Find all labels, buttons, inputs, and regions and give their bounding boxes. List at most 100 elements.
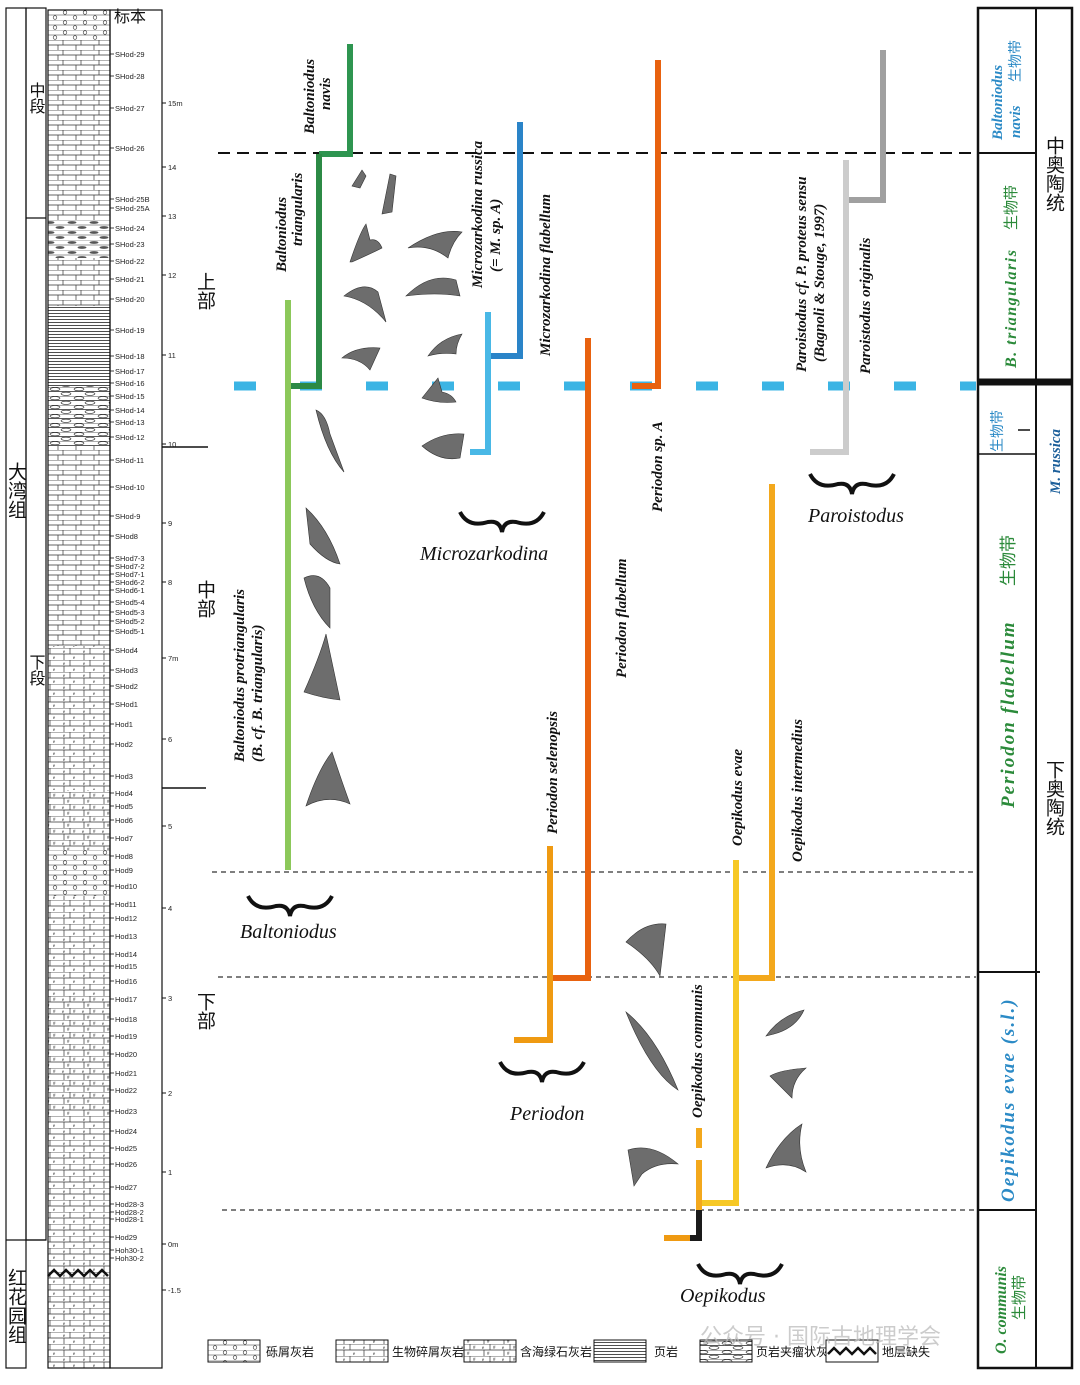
sample-label: SHod7-3 [115,554,145,563]
species-labels: Baltoniodus navis Baltoniodus triangular… [232,59,874,1118]
specimen-sketch [421,377,457,403]
sample-label: Hod19 [115,1032,137,1041]
legend-label-rudstone: 砾屑灰岩 [266,1344,314,1359]
lithology-nodular [48,386,110,446]
sample-label: SHod-19 [115,326,145,335]
sample-label: Hod10 [115,882,137,891]
sample-label: SHod-25B [115,195,150,204]
label-b-navis-2: navis [318,77,334,110]
label-periodon-selenopsis: Periodon selenopsis [545,711,561,834]
fossil-specimens [303,169,807,1187]
zone-communis-1: O. communis [993,1266,1010,1354]
sample-label: Hod28-3 [115,1200,144,1209]
lithology-limestone-lower [48,446,110,646]
zone-communis-2: 生物带 [1010,1275,1028,1320]
sample-label: SHod5-2 [115,617,145,626]
specimen-sketch [765,1123,807,1173]
specimen-sketch [407,231,463,259]
formation-dawan: 大湾组 [5,462,27,519]
sample-label: Hod18 [115,1015,137,1024]
brace-microzarkodina [458,511,546,533]
sample-label: SHod8 [115,532,138,541]
watermark: 公众号 · 国际古地理学会 [700,1325,941,1350]
sample-label: Hod22 [115,1086,137,1095]
genus-braces: Baltoniodus Microzarkodina Paroistodus P… [240,473,904,1307]
sample-label: SHod-10 [115,483,145,492]
genus-microzarkodina: Microzarkodina [419,543,548,565]
label-p-originalis: Paroistodus originalis [858,238,874,374]
part-shang-bu: 上部 [194,272,216,310]
sample-label: Hod23 [115,1107,137,1116]
genus-paroistodus: Paroistodus [807,505,904,527]
specimen-sketch [625,923,667,977]
sample-label: SHod5-3 [115,608,145,617]
sample-label: Hod28-1 [115,1215,144,1224]
lithology-limestone-mid [48,258,110,306]
legend-label-bioclastic: 生物碎屑灰岩 [392,1344,464,1359]
sample-label: SHod-18 [115,352,145,361]
specimen-sketch [351,169,367,189]
specimen-sketch [421,433,465,460]
specimen-sketch [625,1011,679,1091]
brace-paroistodus [808,473,896,495]
scale-label: 12 [168,271,176,280]
sample-label: Hoh30-1 [115,1246,144,1255]
sample-label: SHod7-2 [115,562,145,571]
sample-label: Hod6 [115,816,133,825]
sample-label: SHod-25A [115,204,150,213]
legend-label-hiatus: 地层缺失 [882,1344,930,1359]
range-periodon-flabellum [550,338,591,981]
range-o-evae [700,860,739,1206]
specimen-sketch [765,1009,805,1037]
brace-baltoniodus [246,895,334,917]
label-b-triangularis-1: Baltoniodus [274,197,290,273]
member-zhong-duan: 中段 [27,82,46,114]
sample-label: Hod11 [115,900,137,909]
part-zhong-bu: 中部 [194,580,216,618]
sample-label: SHod6-1 [115,586,145,595]
range-bars [285,44,886,1241]
sample-label: SHod-22 [115,257,145,266]
specimen-sketch [381,173,397,215]
label-p-proteus-2: (Bagnoli & Stouge, 1997) [812,204,828,362]
lithology-bioclastic [48,646,110,790]
zone-frame [976,6,1074,1370]
legend-swatch-shale [593,1339,647,1363]
range-periodon-selenopsis [514,846,553,1043]
scale-label: 2 [168,1089,172,1098]
sample-label: Hod14 [115,950,137,959]
label-m-flabellum: Microzarkodina flabellum [538,194,554,357]
biozone-columns: Baltoniodus navis 生物带 B. triangularis 生物… [976,6,1074,1370]
scale-label: -1.5 [168,1286,181,1295]
zone-flabellum-2: 生物带 [999,535,1019,586]
legend-swatch-hiatus [825,1339,879,1363]
sample-label: SHod-21 [115,275,145,284]
range-p-originalis [846,50,886,203]
sample-label: Hod28-2 [115,1208,144,1217]
label-b-triangularis-2: triangularis [290,172,306,246]
scale-label: 9 [168,519,172,528]
sample-label: SHod-16 [115,379,145,388]
sample-label: Hod24 [115,1127,137,1136]
member-xia-duan: 下段 [27,654,46,686]
sample-label: Hoh30-2 [115,1254,144,1263]
sample-label: SHod-28 [115,72,145,81]
specimen-sketch [341,347,381,371]
range-o-intermedius [736,484,775,981]
lithology-rudstone-top [48,10,110,40]
sample-label: SHod3 [115,666,138,675]
sample-label: SHod-9 [115,512,140,521]
sample-label: Hod21 [115,1069,137,1078]
specimen-sketch [427,333,463,357]
specimen-sketch [405,277,461,297]
sample-label: SHod5-4 [115,598,145,607]
sample-label: Hod3 [115,772,133,781]
scale-label: 14 [168,163,176,172]
scale-label: 5 [168,822,172,831]
label-b-protriangularis-1: Baltoniodus protriangularis [232,589,248,763]
sample-label: SHod-13 [115,418,145,427]
specimen-sketch [303,575,331,629]
formation-bar [5,7,27,1369]
